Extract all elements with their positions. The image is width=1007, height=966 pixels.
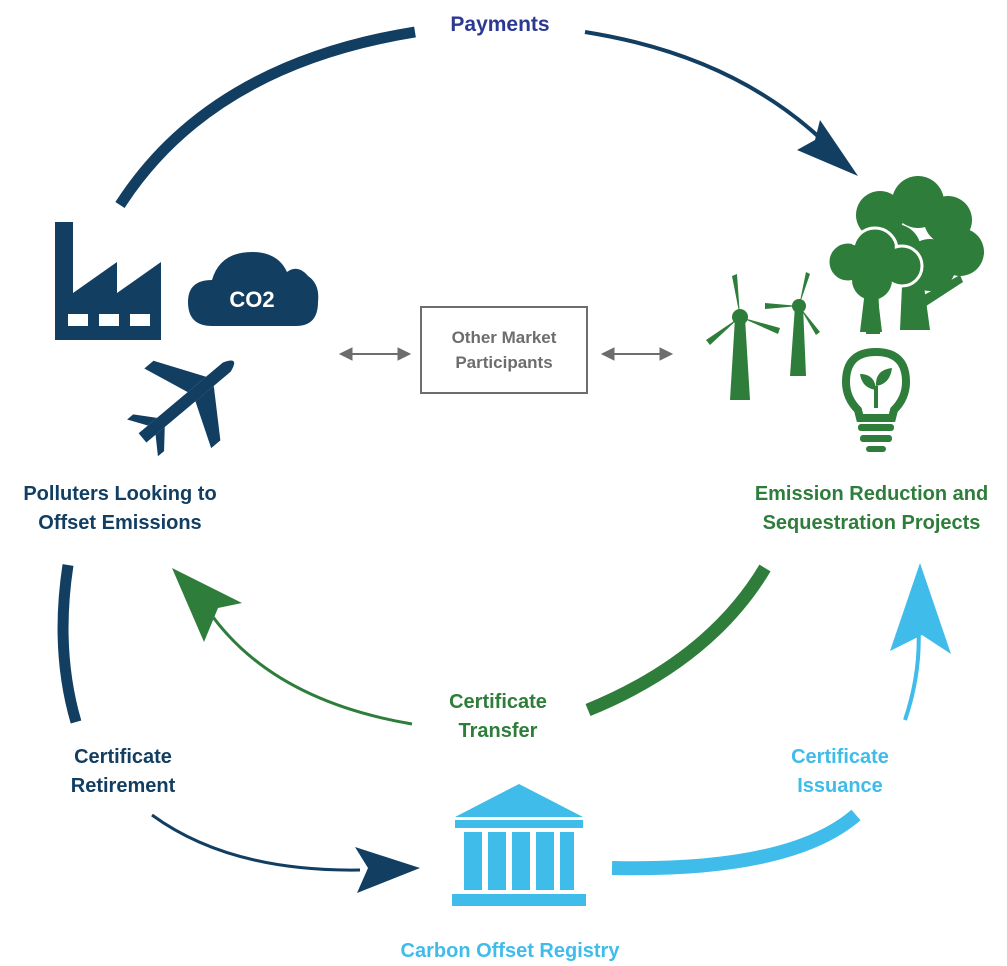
registry-building-icon	[452, 784, 586, 906]
projects-label: Emission Reduction and Sequestration Pro…	[754, 483, 989, 534]
certificate-transfer-label: Certificate Transfer	[449, 691, 547, 742]
other-market-participants-box: Other Market Participants	[420, 306, 588, 394]
airplane-icon	[127, 360, 235, 457]
co2-cloud-icon: CO2	[188, 252, 319, 326]
certificate-retirement-label: Certificate Retirement	[70, 746, 176, 797]
wind-turbine-icon	[765, 272, 820, 376]
certificate-transfer-arrow	[172, 564, 771, 726]
wind-turbine-icon	[706, 274, 780, 400]
left-double-arrow	[338, 347, 412, 361]
co2-label: CO2	[229, 287, 274, 312]
right-double-arrow	[600, 347, 674, 361]
trees-icon	[826, 176, 984, 334]
factory-icon	[55, 222, 161, 340]
polluters-label: Polluters Looking to Offset Emissions	[23, 483, 217, 534]
certificate-issuance-arrow	[611, 563, 951, 876]
payments-label: Payments	[450, 13, 550, 36]
certificate-issuance-label: Certificate Issuance	[791, 746, 889, 797]
registry-label: Carbon Offset Registry	[400, 940, 620, 962]
certificate-retirement-arrow	[57, 564, 420, 893]
lightbulb-icon	[841, 347, 911, 452]
payments-arrow	[115, 26, 858, 208]
